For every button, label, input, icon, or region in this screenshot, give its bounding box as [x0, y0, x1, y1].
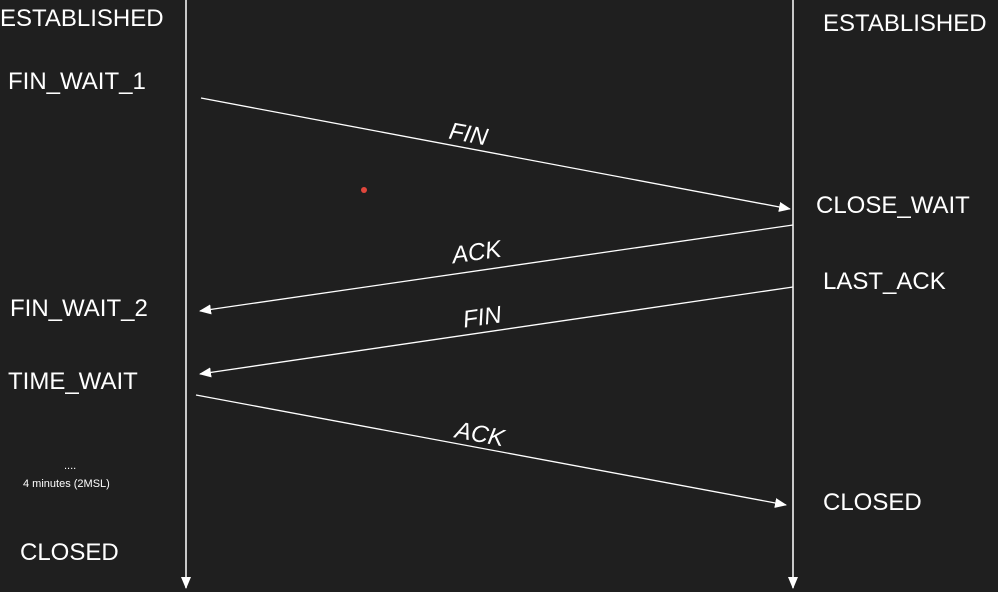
server-state-last-ack: LAST_ACK — [823, 268, 946, 295]
fin-arrow-server-to-client — [199, 286, 794, 378]
client-state-time-wait: TIME_WAIT — [8, 368, 138, 395]
server-state-close-wait: CLOSE_WAIT — [816, 192, 970, 219]
message-label-fin-2: FIN — [461, 301, 504, 334]
timeout-label: 4 minutes (2MSL) — [23, 478, 110, 490]
client-state-fin-wait-1: FIN_WAIT_1 — [8, 68, 146, 95]
ack-arrow-client-to-server — [195, 394, 787, 508]
server-state-established: ESTABLISHED — [823, 10, 987, 37]
red-dot — [361, 187, 367, 193]
server-state-closed: CLOSED — [823, 489, 922, 516]
client-state-established: ESTABLISHED — [0, 5, 164, 32]
fin-arrow-client-to-server — [200, 97, 791, 212]
client-state-fin-wait-2: FIN_WAIT_2 — [10, 295, 148, 322]
timeout-dots: .... — [64, 460, 77, 472]
client-state-closed: CLOSED — [20, 539, 119, 566]
ack-arrow-server-to-client — [199, 224, 794, 315]
